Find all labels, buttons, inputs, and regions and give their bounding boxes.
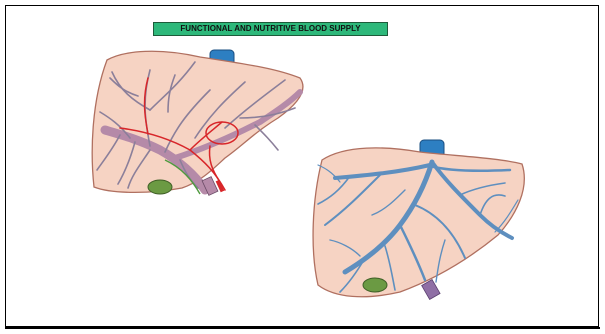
gallbladder-left <box>148 180 172 194</box>
slide-bottom-border <box>5 327 600 329</box>
liver-left-illustration <box>92 50 303 195</box>
portal-vein-stump-right <box>422 280 440 300</box>
gallbladder-right <box>363 278 387 292</box>
liver-right-illustration <box>313 140 524 299</box>
